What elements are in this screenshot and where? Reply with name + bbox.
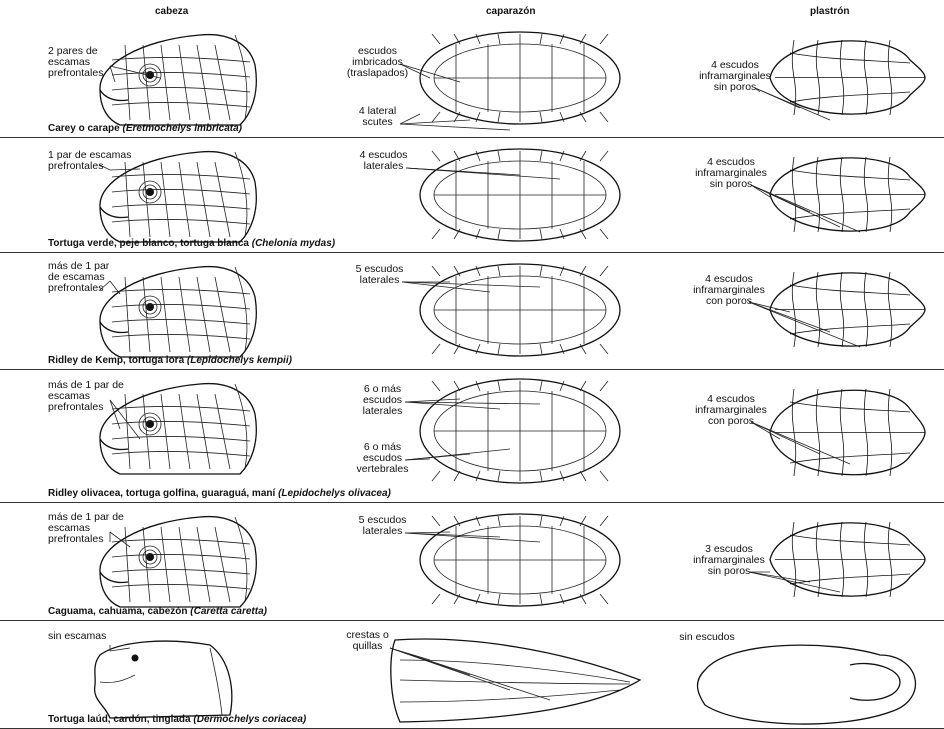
species-caption: Tortuga laúd, cardón, tinglada (Dermoche… [48,714,306,725]
scientific-name: (Lepidochelys kempii) [187,355,292,366]
carapace-scute-label: 5 escudos laterales [335,515,430,537]
species-row: más de 1 par de escamas prefrontales 5 e… [0,252,944,370]
head-drawing [0,502,944,620]
plastron-scute-label: sin escudos [652,632,762,643]
leader-lines [110,645,550,700]
species-caption: Tortuga verde, peje blanco, tortuga blan… [48,238,335,249]
plastron-scute-label: 3 escudos inframarginales sin poros [674,544,784,577]
scientific-name: (Eretmochelys imbricata) [123,123,243,134]
species-caption: Carey o carape (Eretmochelys imbricata) [48,123,242,134]
head-illustration [95,641,232,718]
carapace-scute-label-2: 4 lateral scutes [330,106,425,128]
carapace-scute-label: 6 o más escudos laterales [335,384,430,417]
carapace-illustration [420,264,620,356]
head-drawing [0,620,944,728]
scientific-name: (Chelonia mydas) [252,238,335,249]
plastron-scute-label: 4 escudos inframarginales con poros [674,274,784,307]
plastron-illustration [770,157,925,232]
carapace-illustration [420,149,620,241]
carapace-illustration [391,639,640,722]
common-name: Tortuga laúd, cardón, tinglada [48,714,193,725]
head-scale-label: 2 pares de escamas prefrontales [48,46,103,79]
plastron-illustration [770,272,925,347]
carapace-scute-label-2: 6 o más escudos vertebrales [335,442,430,475]
head-scale-label: más de 1 par de escamas prefrontales [48,380,124,413]
column-header-plastron: plastrón [810,6,849,17]
species-caption: Caguama, cahuama, cabezón (Caretta caret… [48,606,267,617]
column-header-carapace: caparazón [486,6,535,17]
head-scale-label: 1 par de escamas prefrontales [48,150,131,172]
carapace-illustration [420,379,620,483]
carapace-scute-label: escudos imbricados (traslapados) [330,46,425,79]
species-row: 2 pares de escamas prefrontales escudos … [0,20,944,138]
species-caption: Ridley olivacea, tortuga golfina, guarag… [48,488,391,499]
common-name: Carey o carape [48,123,123,134]
head-illustration [100,35,256,125]
plastron-illustration [770,522,925,597]
scientific-name: (Lepidochelys olivacea) [278,488,391,499]
species-row: más de 1 par de escamas prefrontales 5 e… [0,502,944,621]
carapace-illustration [420,514,620,606]
head-drawing [0,20,944,137]
plastron-scute-label: 4 escudos inframarginales con poros [676,394,786,427]
common-name: Ridley olivacea, tortuga golfina, guarag… [48,488,278,499]
species-row: más de 1 par de escamas prefrontales 6 o… [0,369,944,503]
plastron-illustration [698,645,916,724]
head-scale-label: sin escamas [48,631,106,642]
head-scale-label: más de 1 par de escamas prefrontales [48,512,124,545]
column-header-head: cabeza [155,6,188,17]
species-caption: Ridley de Kemp, tortuga lora (Lepidochel… [48,355,292,366]
species-row: sin escamas crestas o quillas sin escudo… [0,620,944,729]
common-name: Ridley de Kemp, tortuga lora [48,355,187,366]
carapace-scute-label: 4 escudos laterales [336,150,431,172]
head-drawing [0,137,944,252]
head-illustration [100,267,256,357]
common-name: Caguama, cahuama, cabezón [48,606,190,617]
plastron-scute-label: 4 escudos inframarginales sin poros [680,60,790,93]
carapace-illustration [420,32,620,124]
scientific-name: (Caretta caretta) [190,606,267,617]
carapace-scute-label: 5 escudos laterales [332,264,427,286]
species-row: 1 par de escamas prefrontales 4 escudos … [0,137,944,253]
scientific-name: (Dermochelys coriacea) [193,714,306,725]
head-drawing [0,252,944,369]
plastron-illustration [770,40,925,115]
carapace-scute-label: crestas o quillas [320,630,415,652]
plastron-scute-label: 4 escudos inframarginales sin poros [676,157,786,190]
head-scale-label: más de 1 par de escamas prefrontales [48,261,109,294]
head-drawing [0,369,944,502]
common-name: Tortuga verde, peje blanco, tortuga blan… [48,238,252,249]
